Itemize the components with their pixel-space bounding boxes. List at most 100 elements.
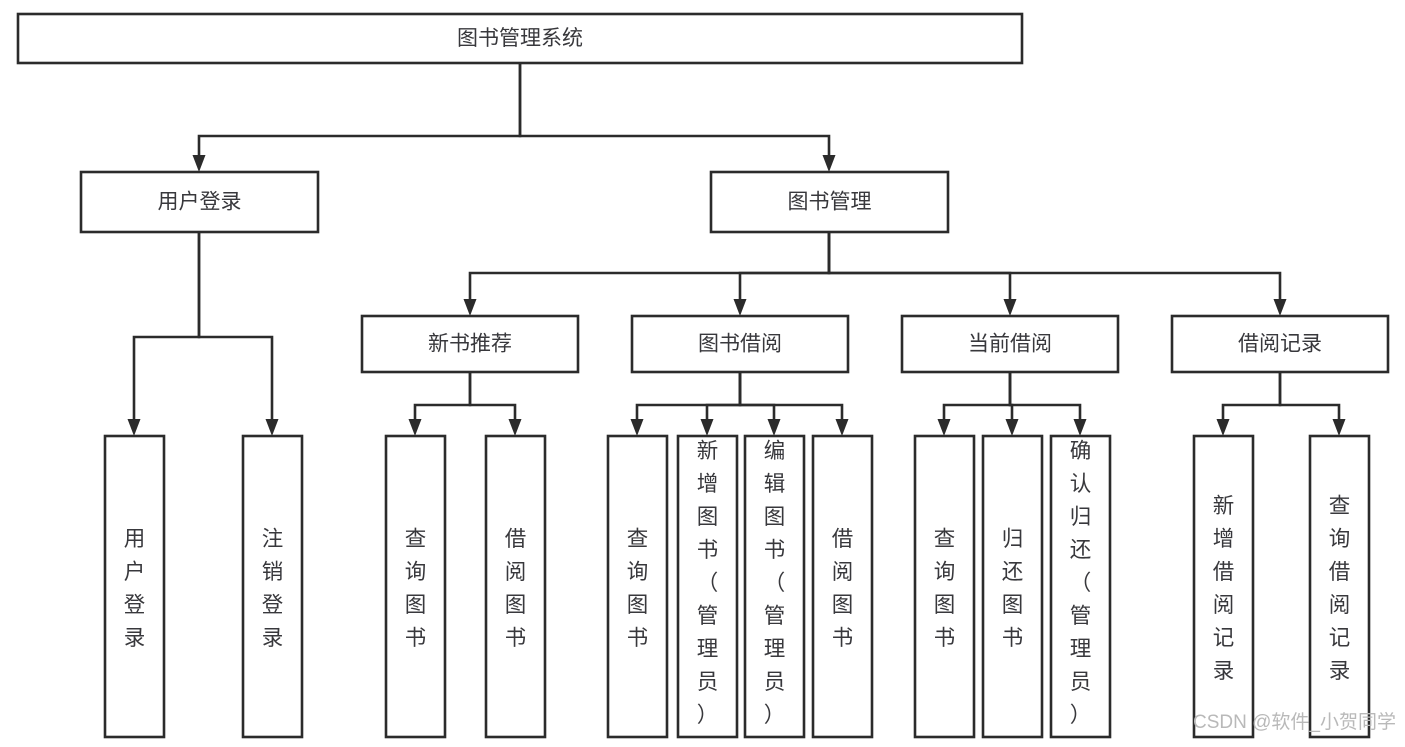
node-box[interactable] — [709, 170, 950, 234]
connector-book-borrow-to-leaf-add-book — [700, 372, 742, 436]
node-leaf-borrow-book-1[interactable]: 借阅图书 — [484, 434, 547, 739]
node-label: 新增借阅记录 — [1213, 494, 1235, 683]
arrow-head-icon — [1003, 299, 1017, 316]
arrow-head-icon — [1005, 419, 1019, 436]
node-leaf-add-book[interactable]: 新增图书（管理员） — [676, 434, 739, 739]
connector-current-borrow-to-leaf-confirm-return — [1008, 372, 1087, 436]
node-new-book-recommend[interactable]: 新书推荐 — [360, 314, 580, 374]
arrow-head-icon — [127, 419, 141, 436]
connector-line — [197, 63, 522, 155]
node-box[interactable] — [384, 434, 447, 739]
node-box[interactable] — [900, 314, 1120, 374]
arrow-head-icon — [700, 419, 714, 436]
node-box[interactable] — [676, 434, 739, 739]
node-label: 借阅记录 — [1238, 333, 1322, 356]
node-leaf-borrow-book-2[interactable]: 借阅图书 — [811, 434, 874, 739]
node-box[interactable] — [1192, 434, 1255, 739]
node-leaf-logout[interactable]: 注销登录 — [241, 434, 304, 739]
node-box[interactable] — [1308, 434, 1371, 739]
node-label: 注销登录 — [262, 527, 284, 650]
connector-line — [1278, 372, 1341, 419]
node-label: 用户登录 — [124, 527, 146, 650]
arrow-head-icon — [1073, 419, 1087, 436]
node-user-login[interactable]: 用户登录 — [79, 170, 320, 234]
node-box[interactable] — [103, 434, 166, 739]
node-box[interactable] — [606, 434, 669, 739]
node-leaf-confirm-return[interactable]: 确认归还（管理员） — [1049, 434, 1112, 739]
node-box[interactable] — [241, 434, 304, 739]
node-label: 查询图书 — [934, 527, 956, 650]
arrow-head-icon — [1273, 299, 1287, 316]
node-leaf-edit-book[interactable]: 编辑图书（管理员） — [743, 434, 806, 739]
node-label: 图书借阅 — [698, 333, 782, 356]
arrow-head-icon — [630, 419, 644, 436]
connector-borrow-records-to-leaf-add-record — [1216, 372, 1282, 436]
arrow-head-icon — [822, 155, 836, 172]
connector-root-to-book-management — [518, 63, 836, 172]
node-leaf-query-book-3[interactable]: 查询图书 — [913, 434, 976, 739]
node-borrow-records[interactable]: 借阅记录 — [1170, 314, 1390, 374]
connector-line — [827, 232, 1282, 299]
connector-borrow-records-to-leaf-query-record — [1278, 372, 1346, 436]
node-leaf-query-book-2[interactable]: 查询图书 — [606, 434, 669, 739]
arrow-head-icon — [1216, 419, 1230, 436]
node-root[interactable]: 图书管理系统 — [16, 12, 1024, 65]
connector-line — [1221, 372, 1282, 419]
node-label: 查询图书 — [405, 527, 427, 650]
node-box[interactable] — [1170, 314, 1390, 374]
nodes-layer: 图书管理系统用户登录图书管理新书推荐图书借阅当前借阅借阅记录用户登录注销登录查询… — [16, 12, 1390, 739]
node-label: 借阅图书 — [832, 527, 854, 650]
node-box[interactable] — [630, 314, 850, 374]
connector-line — [413, 372, 472, 419]
connector-user-login-to-leaf-logout — [197, 232, 279, 436]
node-box[interactable] — [484, 434, 547, 739]
node-box[interactable] — [811, 434, 874, 739]
arrow-head-icon — [733, 299, 747, 316]
connector-book-management-to-borrow-records — [827, 232, 1287, 316]
node-book-management[interactable]: 图书管理 — [709, 170, 950, 234]
node-leaf-return-book[interactable]: 归还图书 — [981, 434, 1044, 739]
node-box[interactable] — [360, 314, 580, 374]
node-box[interactable] — [79, 170, 320, 234]
node-current-borrow[interactable]: 当前借阅 — [900, 314, 1120, 374]
node-label: 编辑图书（管理员） — [764, 439, 786, 727]
node-leaf-user-login[interactable]: 用户登录 — [103, 434, 166, 739]
node-label: 当前借阅 — [968, 333, 1052, 356]
node-box[interactable] — [743, 434, 806, 739]
node-label: 查询借阅记录 — [1329, 494, 1351, 683]
connector-line — [738, 232, 831, 299]
connector-line — [468, 372, 517, 419]
node-box[interactable] — [913, 434, 976, 739]
node-label: 新增图书（管理员） — [697, 439, 719, 727]
node-label: 归还图书 — [1002, 527, 1024, 650]
arrow-head-icon — [1332, 419, 1346, 436]
arrow-head-icon — [767, 419, 781, 436]
arrow-head-icon — [508, 419, 522, 436]
connector-line — [942, 372, 1012, 419]
node-book-borrow[interactable]: 图书借阅 — [630, 314, 850, 374]
arrow-head-icon — [463, 299, 477, 316]
connector-line — [738, 372, 844, 419]
connector-new-book-recommend-to-leaf-borrow-book-1 — [468, 372, 522, 436]
node-label: 图书管理系统 — [457, 27, 583, 50]
node-leaf-query-record[interactable]: 查询借阅记录 — [1308, 434, 1371, 739]
node-label: 新书推荐 — [428, 333, 512, 356]
node-leaf-add-record[interactable]: 新增借阅记录 — [1192, 434, 1255, 739]
connector-line — [468, 232, 831, 299]
node-label: 借阅图书 — [505, 527, 527, 650]
node-box[interactable] — [981, 434, 1044, 739]
connector-line — [1008, 372, 1082, 419]
connector-book-management-to-book-borrow — [733, 232, 831, 316]
connector-line — [132, 232, 201, 419]
node-label: 确认归还（管理员） — [1070, 439, 1092, 727]
arrow-head-icon — [265, 419, 279, 436]
node-label: 图书管理 — [788, 191, 872, 214]
node-label: 查询图书 — [627, 527, 649, 650]
node-leaf-query-book-1[interactable]: 查询图书 — [384, 434, 447, 739]
node-box[interactable] — [16, 12, 1024, 65]
connector-line — [518, 63, 831, 155]
arrow-head-icon — [835, 419, 849, 436]
connector-line — [738, 372, 776, 419]
node-box[interactable] — [1049, 434, 1112, 739]
